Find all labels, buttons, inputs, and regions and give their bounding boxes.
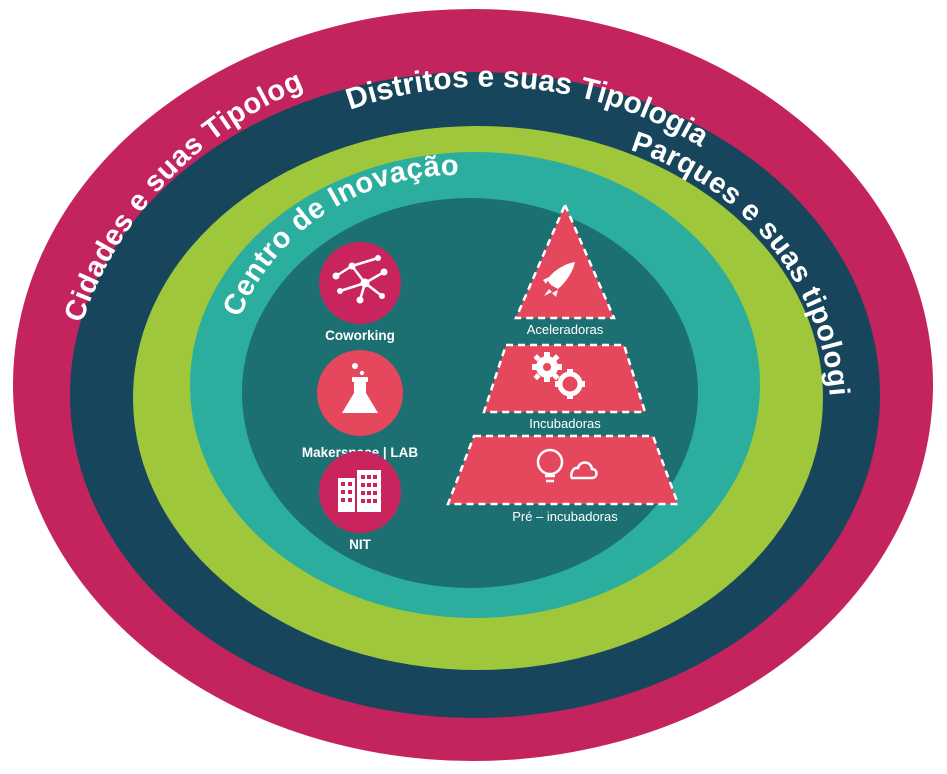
pyramid: Aceleradoras Incubadoras [446, 201, 680, 524]
makerspace-item: Makerspace | LAB [302, 350, 418, 460]
pyramid-tier-aceleradoras [514, 201, 616, 320]
incubadoras-label: Incubadoras [529, 416, 601, 431]
building-icon [338, 470, 381, 512]
nit-item: NIT [319, 451, 401, 552]
network-icon [332, 255, 388, 304]
nit-label: NIT [349, 537, 372, 552]
flask-icon [342, 363, 378, 413]
gears-icon [532, 352, 585, 399]
aceleradoras-label: Aceleradoras [527, 322, 604, 337]
lightbulb-cloud-icon [536, 448, 598, 483]
rocket-icon [543, 262, 575, 297]
pyramid-tier-pre-incubadoras [446, 434, 680, 506]
coworking-item: Coworking [319, 242, 401, 343]
coworking-icon-circle [319, 242, 401, 324]
pre-incubadoras-label: Pré – incubadoras [512, 509, 618, 524]
coworking-label: Coworking [325, 328, 395, 343]
